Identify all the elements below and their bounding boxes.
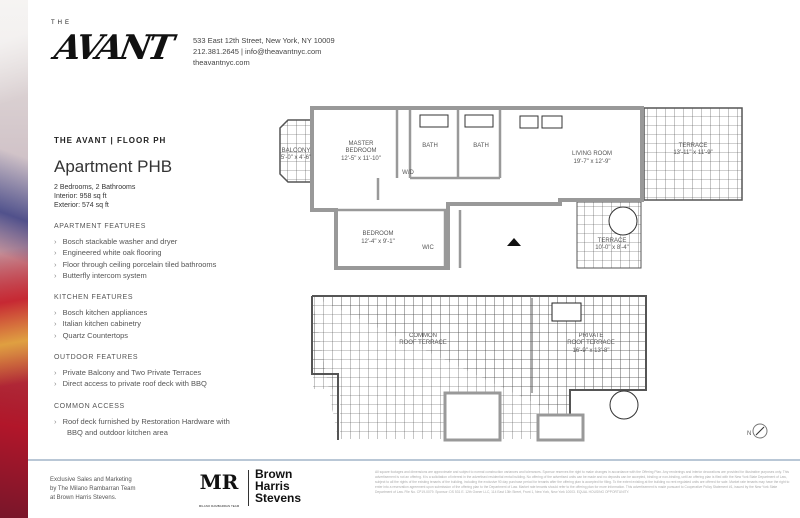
logo-divider [248,470,249,506]
list-item: Private Balcony and Two Private Terraces [54,367,207,378]
room-dim: 19'-7" x 12'-9" [574,159,611,165]
interior-walls [337,110,502,268]
section-title: COMMON ACCESS [54,403,125,410]
footer-line: at Brown Harris Stevens. [50,495,117,501]
room-label: ROOF TERRACE [399,340,447,346]
unit-subtitle: THE AVANT | FLOOR PH [54,136,167,145]
brown-harris-stevens-logo: Brown Harris Stevens [255,468,301,504]
room-label: TERRACE [598,238,627,244]
contact-info: 533 East 12th Street, New York, NY 10009… [193,35,335,68]
section-title: APARTMENT FEATURES [54,223,146,230]
room-label: BATH [473,143,489,149]
room-label: WIC [422,245,434,251]
roof-plan: COMMON ROOF TERRACE PRIVATE ROOF TERRACE… [311,295,768,442]
logo-word: Harris [255,479,290,493]
unit-specs: 2 Bedrooms, 2 Bathrooms Interior: 958 sq… [54,183,135,210]
apartment-features-list: Bosch stackable washer and dryer Enginee… [54,236,217,281]
interior-size: Interior: 958 sq ft [54,193,107,200]
room-dim: 13'-11" x 11'-9" [673,150,712,156]
room-label: BALCONY [282,148,311,154]
kitchen-features-list: Bosch kitchen appliances Italian kitchen… [54,307,148,341]
north-label: N [747,431,751,437]
stove-icon [519,115,539,129]
list-item: Engineered white oak flooring [54,247,216,258]
spiral-stair-icon [609,390,639,420]
room-label: W/D [402,170,414,176]
unit-title: Apartment PHB [54,157,173,176]
bedrooms: 2 Bedrooms, 2 Bathrooms [54,184,136,191]
list-item: Direct access to private roof deck with … [54,378,207,389]
room-label: BEDROOM [362,231,393,237]
list-item: Quartz Countertops [54,330,147,341]
list-item: Bosch stackable washer and dryer [54,236,216,247]
terrace-right [643,107,743,201]
room-label: BEDROOM [345,148,376,154]
milano-rambarran-logo: MR MILANO RAMBARRAN TEAM [195,470,243,508]
room-label: LIVING ROOM [572,151,612,157]
footer-line: Exclusive Sales and Marketing [50,477,132,483]
north-compass-icon [752,423,768,439]
list-item: Floor through ceiling porcelain tiled ba… [54,259,217,270]
entry-marker-icon [507,238,521,246]
roof-tiles [313,297,645,389]
fridge-icon [541,115,563,129]
list-item: Italian kitchen cabinetry [54,318,147,329]
stair-bulkhead [443,391,502,442]
room-label: COMMON [409,333,437,339]
website-link[interactable]: theavantnyc.com [193,58,250,67]
spiral-stair-icon [608,206,638,236]
address: 533 East 12th Street, New York, NY 10009 [193,36,335,45]
outdoor-features-list: Private Balcony and Two Private Terraces… [54,367,207,390]
apartment-walls [310,106,644,270]
section-title: KITCHEN FEATURES [54,294,134,301]
exterior-size: Exterior: 574 sq ft [54,202,109,209]
apartment-plan: MASTER BEDROOM 12'-5" x 11'-10" BALCONY … [279,106,743,270]
list-item-continued: BBQ and outdoor kitchen area [67,428,168,438]
logo-word: Brown [255,467,293,481]
room-dim: 5'-0" x 4'-6" [281,155,311,161]
bbq-grill-icon [551,302,582,322]
footer-line: by The Milano Rambarran Team [50,486,136,492]
room-dim: 12'-4" x 9'-1" [361,239,395,245]
room-label: PRIVATE [579,333,604,339]
common-access-list: Roof deck furnished by Restoration Hardw… [54,416,230,439]
footer-credit: Exclusive Sales and Marketing by The Mil… [50,476,136,503]
bathtub [419,114,449,128]
mr-mark: MR [199,470,239,494]
list-item: Roof deck furnished by Restoration Hardw… [54,416,230,427]
logo-word: Stevens [255,491,302,505]
room-dim: 10'-0" x 8'-4" [595,245,629,251]
painting-artwork-strip [0,0,28,518]
compass-needle [755,426,765,436]
room-label: ROOF TERRACE [567,340,615,346]
footer-divider [28,459,800,461]
list-item: Butterfly intercom system [54,270,216,281]
legal-disclaimer: All square footages and dimensions are a… [375,470,790,494]
section-title: OUTDOOR FEATURES [54,354,139,361]
room-dim: 16'-9" x 13'-8" [573,348,610,354]
room-label: TERRACE [679,143,708,149]
elevator-bulkhead [536,413,585,442]
phone-email[interactable]: 212.381.2645 | info@theavantnyc.com [193,47,322,56]
bathtub [464,114,494,128]
room-label: BATH [422,143,438,149]
room-dim: 12'-5" x 11'-10" [341,156,381,162]
logo-the: THE [51,20,72,26]
room-label: MASTER [348,141,374,147]
list-item: Bosch kitchen appliances [54,307,148,318]
mr-caption: MILANO RAMBARRAN TEAM [198,504,240,508]
